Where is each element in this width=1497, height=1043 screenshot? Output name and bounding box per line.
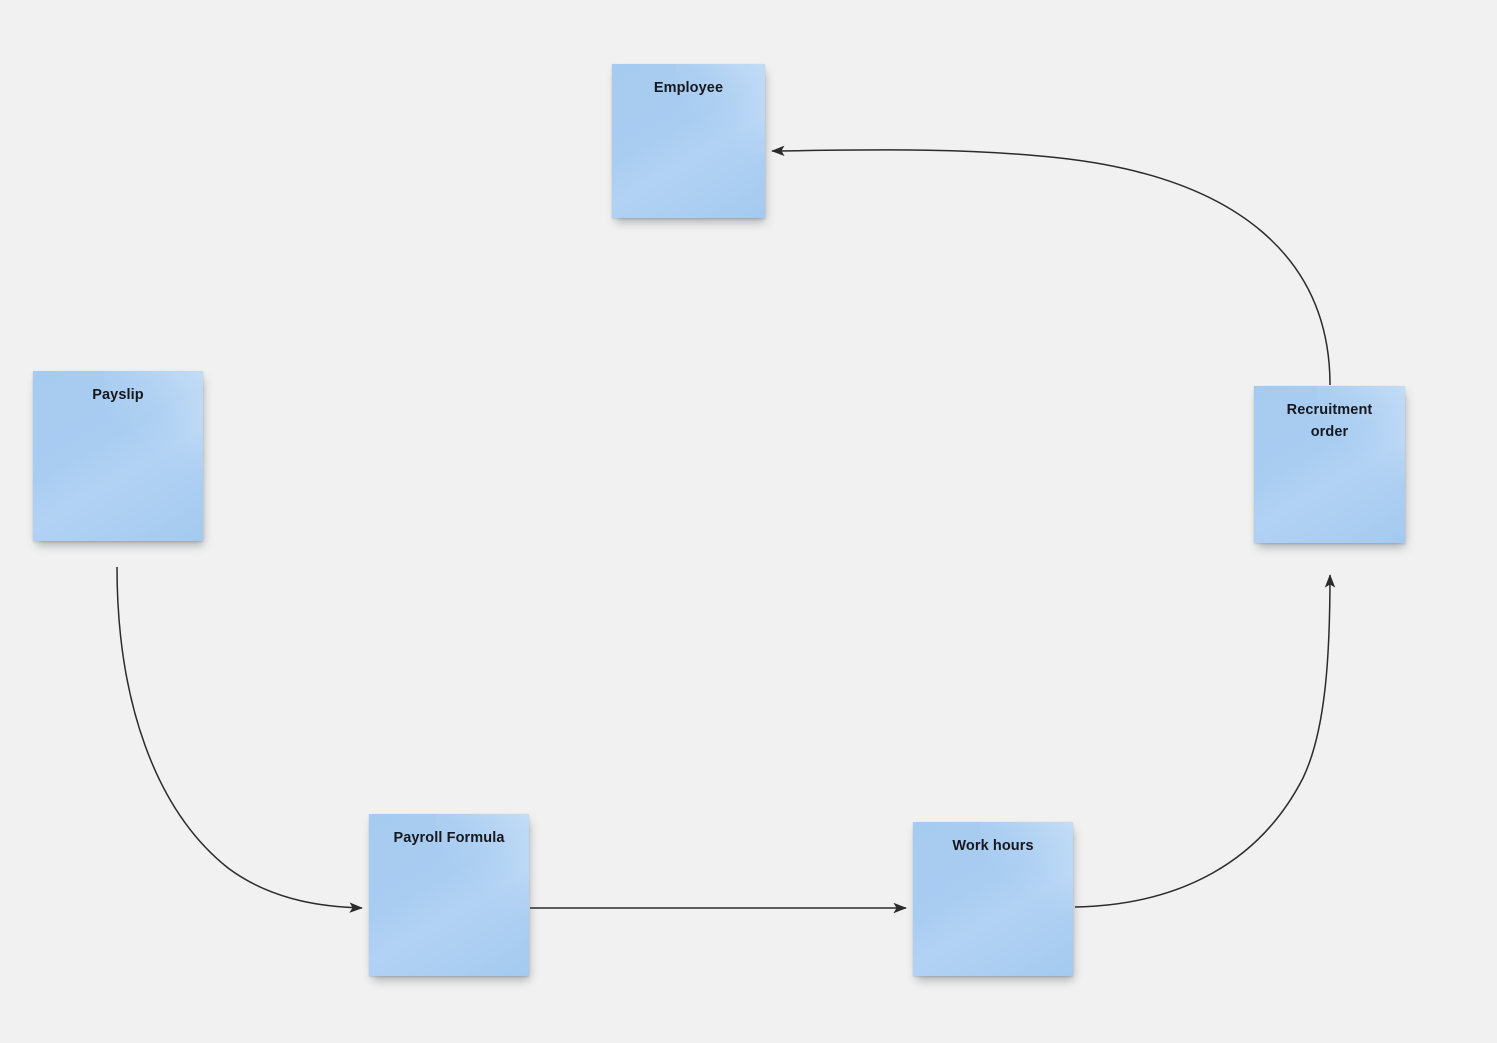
note-label-employee: Employee [653, 80, 724, 96]
note-label-payroll-formula: Payroll Formula [393, 830, 505, 846]
note-label-payslip: Payslip [92, 387, 144, 403]
note-label-recruitment-order: Recruitment order [1286, 402, 1373, 441]
note-payslip[interactable]: Payslip [33, 371, 203, 541]
edge-payslip-to-payroll-formula [116, 566, 363, 913]
note-employee[interactable]: Employee [612, 64, 765, 218]
note-payroll-formula[interactable]: Payroll Formula [369, 814, 529, 976]
note-recruitment-order[interactable]: Recruitment order [1254, 386, 1405, 543]
note-work-hours[interactable]: Work hours [913, 822, 1073, 976]
note-label-work-hours: Work hours [952, 838, 1034, 854]
edge-recruitment-order-to-employee [771, 145, 1331, 386]
edge-work-hours-to-recruitment-order [1074, 574, 1336, 908]
